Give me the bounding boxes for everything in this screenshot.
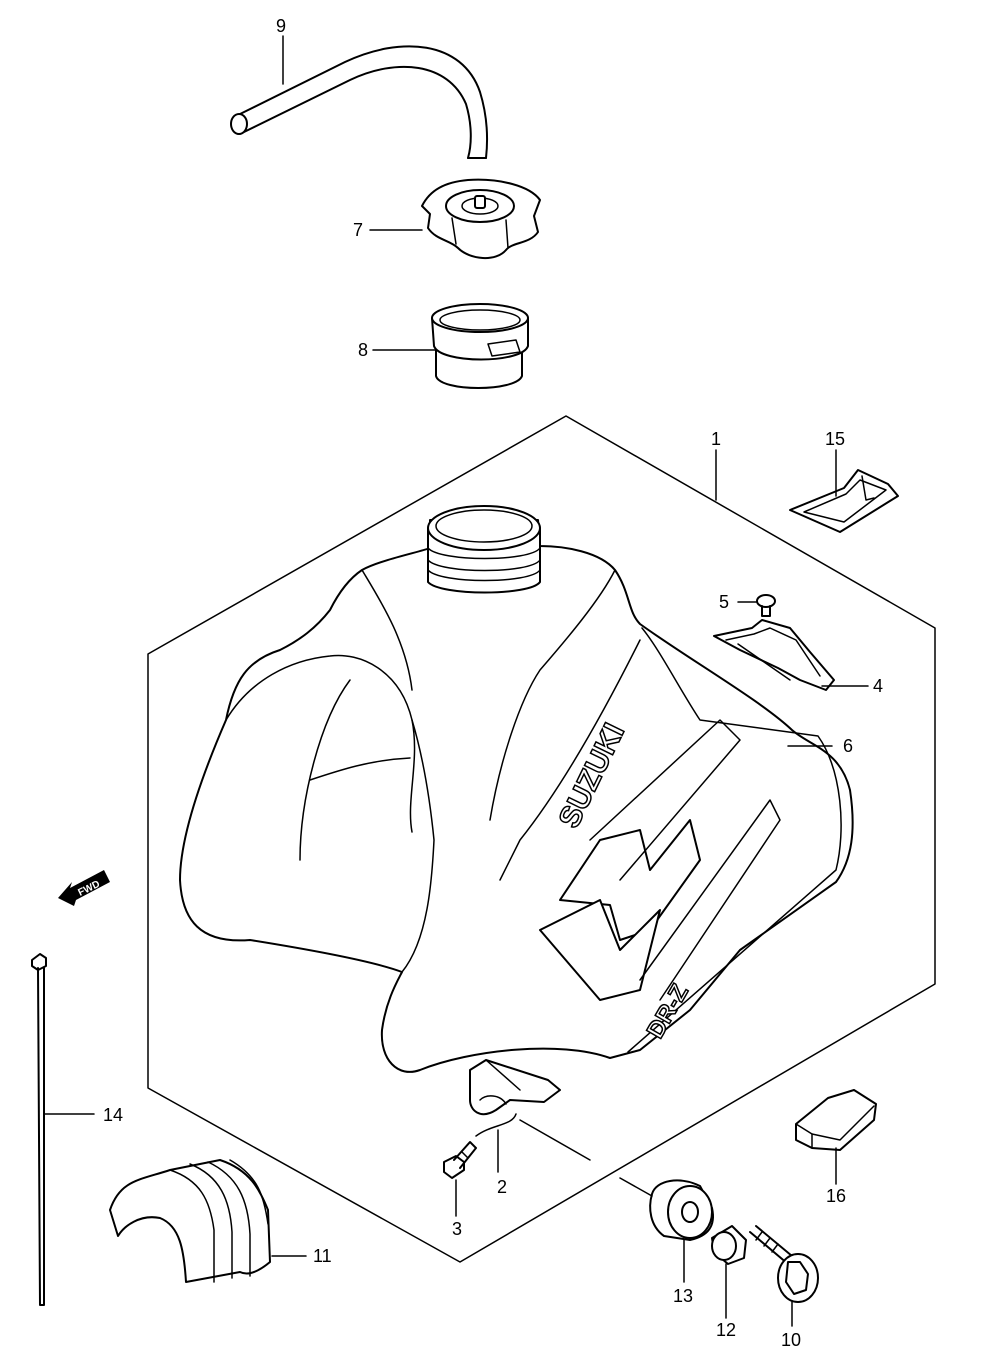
rubber-damper-13 <box>649 1179 714 1241</box>
breather-hose <box>230 45 489 159</box>
cable-tie-14 <box>31 953 47 1306</box>
fuel-cap <box>421 178 541 259</box>
callout-4: 4 <box>873 676 883 696</box>
callout-1: 1 <box>711 429 721 449</box>
leader-lines <box>43 35 869 1327</box>
fwd-arrow-icon: FWD <box>58 870 110 906</box>
callout-11: 11 <box>313 1246 332 1266</box>
callout-8: 8 <box>358 340 368 360</box>
callout-9: 9 <box>276 16 286 36</box>
callout-6: 6 <box>843 736 853 756</box>
collar-12 <box>711 1225 747 1265</box>
assembly-outline <box>147 415 936 1263</box>
callout-7: 7 <box>353 220 363 240</box>
callout-16: 16 <box>826 1186 846 1206</box>
clip-15 <box>789 469 899 533</box>
fuel-tank <box>179 505 854 1073</box>
callout-labels: 9 7 8 1 15 5 4 6 14 2 16 3 11 13 12 10 <box>103 16 883 1350</box>
callout-14: 14 <box>103 1105 123 1125</box>
callout-13: 13 <box>673 1286 693 1306</box>
callout-2: 2 <box>497 1177 507 1197</box>
screw-5 <box>756 594 776 617</box>
bolt-3 <box>443 1141 477 1179</box>
bracket-4 <box>713 619 835 691</box>
callout-5: 5 <box>719 592 729 612</box>
callout-10: 10 <box>781 1330 801 1350</box>
callout-3: 3 <box>452 1219 462 1239</box>
fwd-label: FWD <box>76 879 101 899</box>
cushion-16 <box>795 1089 877 1151</box>
rubber-cushion-11 <box>109 1159 271 1283</box>
filler-strainer <box>431 303 529 389</box>
bracket-2 <box>469 1059 561 1137</box>
bolt-10 <box>749 1225 819 1303</box>
callout-15: 15 <box>825 429 845 449</box>
callout-12: 12 <box>716 1320 736 1340</box>
